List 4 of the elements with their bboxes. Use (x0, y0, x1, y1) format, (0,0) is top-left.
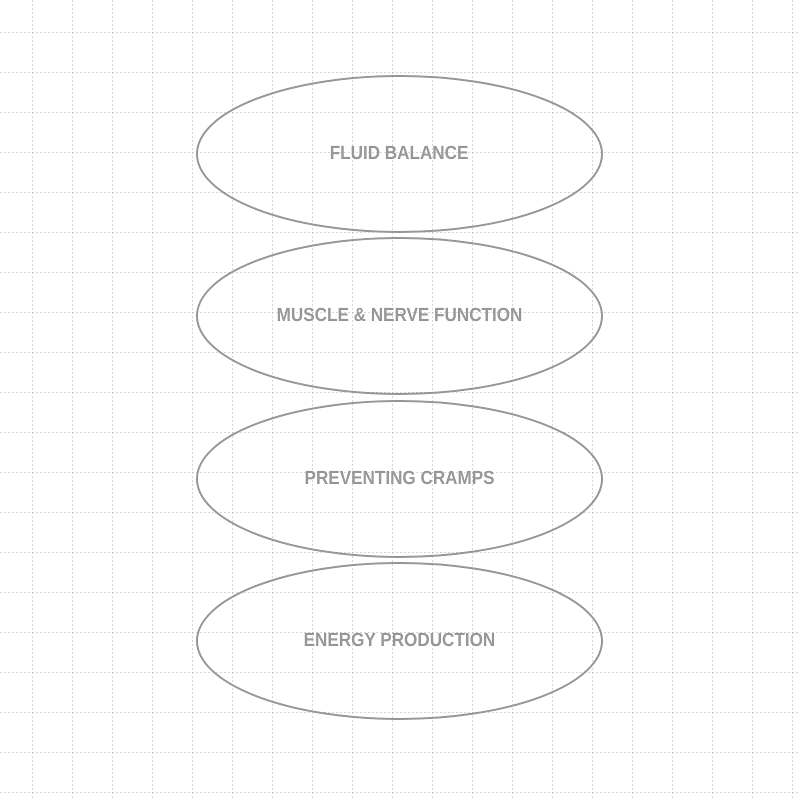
node-label: FLUID BALANCE (330, 143, 469, 165)
node-label: ENERGY PRODUCTION (304, 630, 496, 652)
node-label: MUSCLE & NERVE FUNCTION (276, 305, 522, 327)
node-label: PREVENTING CRAMPS (304, 468, 494, 490)
